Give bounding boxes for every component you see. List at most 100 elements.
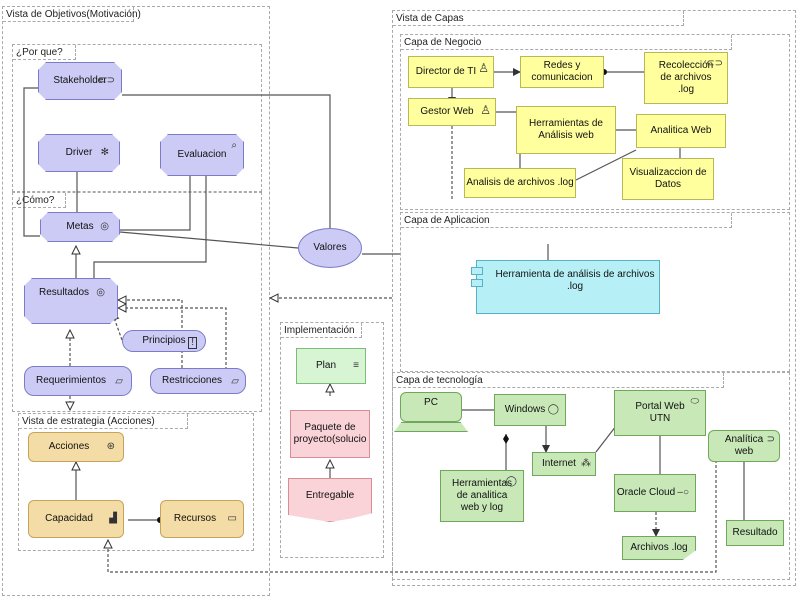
acciones-label: Acciones	[48, 441, 90, 452]
restricciones-label: Restricciones	[161, 375, 223, 386]
evaluacion-label: Evaluacion	[177, 149, 227, 160]
windows-element[interactable]: Windows ◯	[494, 394, 566, 426]
group-layers-title: Vista de Capas	[396, 13, 464, 24]
analitica-web-label: Analitica Web	[650, 125, 712, 136]
requerimientos-icon: ▱	[115, 376, 123, 387]
herramientas-label: Herramientas de Análisis web	[529, 118, 603, 141]
recoleccion-icon: ⊂⊃	[706, 58, 723, 69]
redes-element[interactable]: Redes y comunicacion	[520, 56, 604, 88]
capacidad-label: Capacidad	[45, 513, 93, 524]
plan-label: Plan	[315, 360, 336, 371]
recoleccion-element[interactable]: Recolección de archivos .log ⊂⊃	[644, 52, 728, 104]
gestor-element[interactable]: Gestor Web ♙	[408, 98, 496, 126]
herramientas-tech-label: Herramientas de analitica web y log	[451, 478, 513, 513]
group-how: ¿Cómo?	[12, 192, 262, 412]
internet-label: Internet	[542, 458, 576, 469]
resultados-element[interactable]: Resultados ◎	[24, 278, 118, 324]
recursos-label: Recursos	[173, 513, 217, 524]
group-business-title: Capa de Negocio	[404, 37, 482, 48]
analitica-tech-icon: ⊃	[766, 434, 775, 445]
director-icon: ♙	[478, 61, 489, 75]
oracle-element[interactable]: Oracle Cloud –○	[614, 474, 696, 512]
herramienta-app-label: Herramienta de análisis de archivos .log	[495, 269, 655, 292]
resultados-label: Resultados	[38, 287, 90, 298]
group-motivation-title: Vista de Objetivos(Motivación)	[6, 9, 141, 20]
group-why-title: ¿Por que?	[16, 47, 63, 58]
plan-icon: ≡	[353, 360, 359, 371]
analisis-label: Analisis de archivos .log	[466, 177, 574, 188]
group-business: Capa de Negocio	[400, 34, 790, 210]
analitica-web-element[interactable]: Analitica Web	[636, 114, 726, 148]
internet-element[interactable]: Internet ⁂	[532, 452, 596, 476]
director-element[interactable]: Director de TI ♙	[408, 56, 494, 88]
stakeholder-label: Stakeholder	[53, 75, 107, 86]
recursos-icon: ▭	[227, 513, 237, 524]
capacidad-icon: ▟	[109, 513, 117, 524]
herramientas-tech-element[interactable]: Herramientas de analitica web y log ◯	[440, 470, 524, 522]
group-implementation-title: Implementación	[284, 325, 355, 336]
acciones-element[interactable]: Acciones ⊛	[28, 432, 124, 462]
driver-icon: ✻	[100, 147, 109, 158]
group-strategy: Vista de estrategia (Acciones)	[18, 413, 254, 551]
visualizacion-element[interactable]: Visualizaccion de Datos	[622, 158, 714, 200]
entregable-label: Entregable	[305, 490, 355, 501]
windows-label: Windows	[504, 404, 546, 415]
analitica-tech-element[interactable]: Analítica web ⊃	[708, 430, 780, 462]
analitica-tech-label: Analítica web	[724, 434, 764, 457]
stakeholder-element[interactable]: Stakeholder ⊂⊃	[38, 62, 122, 100]
pc-stand	[394, 422, 468, 432]
director-label: Director de TI	[415, 66, 477, 77]
gestor-icon: ♙	[480, 103, 491, 117]
resultado-label: Resultado	[732, 527, 778, 538]
group-how-title: ¿Cómo?	[16, 195, 55, 206]
archivos-label: Archivos .log	[630, 542, 688, 553]
group-strategy-title: Vista de estrategia (Acciones)	[22, 416, 155, 427]
restricciones-icon: ▱	[231, 376, 239, 387]
interface-icon: –○	[677, 487, 689, 498]
principios-label: Principios	[142, 335, 186, 346]
herramienta-app-element[interactable]: Herramienta de análisis de archivos .log	[471, 260, 660, 314]
metas-element[interactable]: Metas ◎	[40, 212, 120, 242]
group-application: Capa de Aplicacion	[400, 212, 790, 372]
plan-element[interactable]: Plan ≡	[296, 348, 366, 384]
metas-label: Metas	[66, 221, 94, 232]
acciones-icon: ⊛	[106, 441, 115, 452]
group-technology: Capa de tecnología	[392, 372, 790, 580]
portal-element[interactable]: Portal Web UTN ⬭	[614, 390, 706, 436]
group-layers: Vista de Capas	[392, 10, 796, 586]
valores-label: Valores	[313, 242, 347, 253]
herramientas-element[interactable]: Herramientas de Análisis web	[516, 106, 616, 154]
stakeholder-icon: ⊂⊃	[98, 75, 115, 86]
component-icon-2	[471, 279, 483, 287]
requerimientos-element[interactable]: Requerimientos ▱	[24, 366, 132, 396]
gestor-label: Gestor Web	[420, 106, 474, 117]
evaluacion-element[interactable]: Evaluacion ⌕	[160, 134, 244, 176]
valores-element[interactable]: Valores	[298, 228, 362, 268]
group-why: ¿Por que?	[12, 44, 262, 192]
analisis-element[interactable]: Analisis de archivos .log	[464, 168, 576, 198]
principios-element[interactable]: Principios !	[122, 330, 206, 352]
entregable-element[interactable]: Entregable	[288, 478, 372, 522]
resultados-icon: ◎	[96, 287, 105, 298]
paquete-element[interactable]: Paquete de proyecto(solucio	[290, 410, 370, 458]
recursos-element[interactable]: Recursos ▭	[160, 500, 244, 538]
group-application-title: Capa de Aplicacion	[404, 215, 490, 226]
group-technology-title: Capa de tecnología	[396, 375, 483, 386]
evaluacion-icon: ⌕	[231, 140, 237, 151]
archivos-element[interactable]: Archivos .log	[622, 536, 696, 560]
component-icon	[471, 267, 483, 275]
restricciones-element[interactable]: Restricciones ▱	[150, 368, 246, 394]
internet-icon: ⁂	[581, 458, 591, 469]
driver-element[interactable]: Driver ✻	[38, 134, 120, 172]
oracle-label: Oracle Cloud	[616, 487, 676, 498]
principios-icon: !	[188, 337, 197, 349]
requerimientos-label: Requerimientos	[35, 375, 107, 386]
portal-icon: ⬭	[690, 396, 699, 407]
recoleccion-label: Recolección de archivos .log	[658, 60, 714, 95]
metas-icon: ◎	[100, 221, 109, 232]
capacidad-element[interactable]: Capacidad ▟	[28, 500, 124, 538]
driver-label: Driver	[65, 147, 93, 158]
resultado-element[interactable]: Resultado	[726, 520, 784, 546]
pc-element[interactable]: PC	[400, 392, 462, 422]
